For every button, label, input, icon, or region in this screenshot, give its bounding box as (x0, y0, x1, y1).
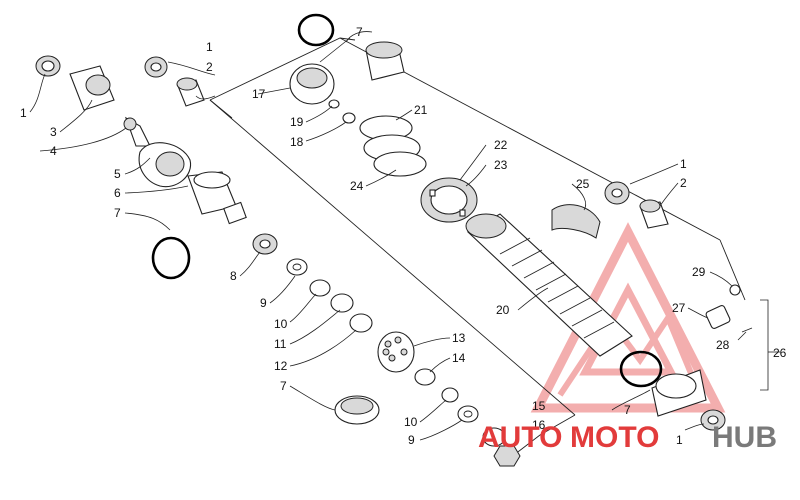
callout-7: 7 (114, 206, 121, 220)
callout-5: 5 (114, 167, 121, 181)
part-2-sleeve-right (639, 199, 669, 229)
watermark-text-hub: HUB (712, 421, 777, 454)
part-25-spacer (551, 204, 601, 239)
leader-lines (29, 31, 780, 441)
callout-25: 25 (576, 177, 590, 191)
part-1-bushing-lower-right (700, 409, 726, 431)
part-1-bushing-top (144, 56, 168, 78)
callout-11: 11 (274, 337, 287, 351)
callout-12: 12 (274, 359, 288, 373)
parts-14-10-9-washers (414, 368, 479, 423)
callout-9: 9 (408, 433, 415, 447)
callout-4: 4 (50, 144, 57, 158)
callout-16: 16 (532, 418, 546, 432)
callout-8: 8 (230, 269, 237, 283)
part-7-seal-lower (334, 395, 380, 425)
part-4-eye-bolt (123, 116, 151, 147)
callout-23: 23 (494, 158, 508, 172)
callout-29: 29 (692, 265, 706, 279)
part-1-bushing-top-left (35, 55, 61, 77)
part-3-bushing-sleeve (69, 65, 115, 111)
callout-1: 1 (680, 157, 687, 171)
callout-7: 7 (356, 25, 363, 39)
callout-1: 1 (20, 106, 27, 120)
callout-7: 7 (624, 403, 631, 417)
callout-10: 10 (404, 415, 418, 429)
callout-20: 20 (496, 303, 510, 317)
part-15-16-nut (482, 427, 521, 467)
callout-26: 26 (773, 346, 787, 360)
watermark-wordmark: AUTO MOTO HUB (478, 421, 777, 454)
part-22-23-adjuster-collar (420, 177, 478, 223)
callout-13: 13 (452, 331, 466, 345)
part-1-bushing-right (604, 181, 630, 205)
callout-22: 22 (494, 138, 508, 152)
part-26-valve-assembly (705, 284, 769, 391)
part-13-piston (377, 331, 415, 373)
callout-2: 2 (206, 60, 213, 74)
part-19-18-small-fittings (328, 99, 356, 124)
callout-2: 2 (680, 176, 687, 190)
callout-27: 27 (672, 301, 686, 315)
callout-labels: 1 2 1 3 4 5 6 7 8 9 10 11 12 7 13 14 10 … (20, 25, 787, 447)
callout-14: 14 (452, 351, 466, 365)
part-5-body-end (138, 142, 192, 188)
callout-21: 21 (414, 103, 428, 117)
callout-3: 3 (50, 125, 57, 139)
callout-6: 6 (114, 186, 121, 200)
part-7-o-ring-left (151, 236, 191, 280)
part-7-o-ring-top (297, 13, 335, 47)
callout-7: 7 (280, 379, 287, 393)
lower-eye-housing (651, 369, 707, 417)
parts-8-to-12-stack (252, 233, 373, 333)
part-17-cap (289, 63, 335, 105)
callout-1: 1 (676, 433, 683, 447)
watermark-text-moto: MOTO (570, 421, 659, 454)
callout-17: 17 (252, 87, 266, 101)
callout-24: 24 (350, 179, 364, 193)
part-6-shaft-housing (187, 171, 247, 225)
callout-18: 18 (290, 135, 304, 149)
watermark-text-auto: AUTO (478, 421, 562, 454)
callout-19: 19 (290, 115, 304, 129)
part-21-24-rings (359, 115, 427, 177)
part-7-seal-top (365, 41, 405, 81)
callout-15: 15 (532, 399, 546, 413)
callout-10: 10 (274, 317, 288, 331)
callout-28: 28 (716, 338, 730, 352)
part-2-sleeve-top-left (176, 77, 205, 107)
callout-9: 9 (260, 296, 267, 310)
callout-1: 1 (206, 40, 213, 54)
part-20-spring-body (465, 213, 633, 357)
part-7-o-ring-right (619, 350, 663, 388)
